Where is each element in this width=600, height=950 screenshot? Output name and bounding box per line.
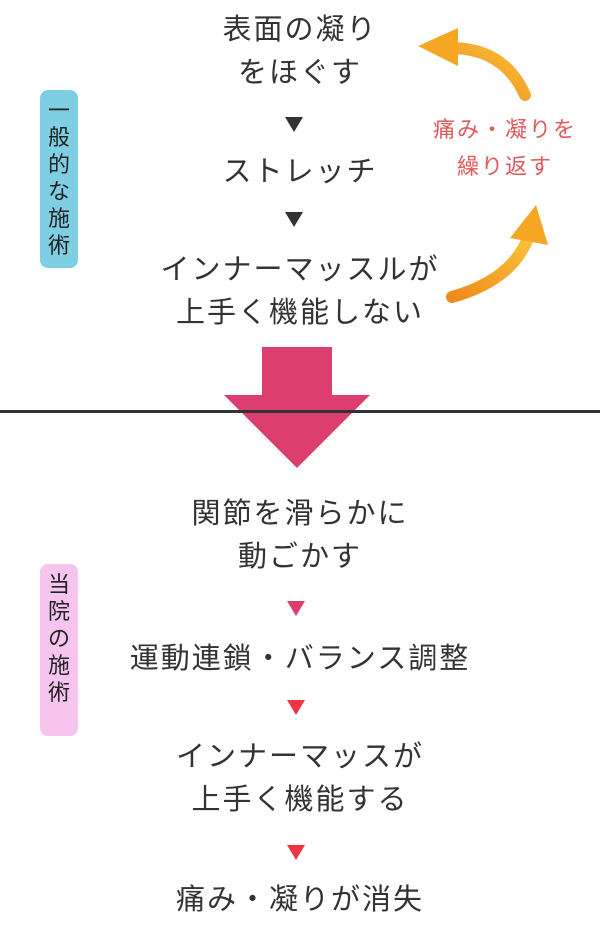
our-step-1: 関節を滑らかに 動ごかす xyxy=(0,492,600,578)
badge-char: 般 xyxy=(47,126,70,151)
step-line: 動ごかす xyxy=(237,539,362,573)
badge-char: 当 xyxy=(47,573,70,598)
step-line: 表面の凝り xyxy=(222,12,378,46)
general-step-1: 表面の凝り をほぐす xyxy=(0,8,600,94)
step-line: 上手く機能する xyxy=(191,782,409,816)
step-line: 痛み・凝りが消失 xyxy=(175,882,424,916)
our-step-4: 痛み・凝りが消失 xyxy=(0,878,600,921)
section-divider xyxy=(0,410,600,413)
repeat-label: 痛み・凝りを 繰り返す xyxy=(410,112,600,186)
badge-char: 術 xyxy=(47,681,70,706)
step-line: をほぐす xyxy=(237,55,362,89)
badge-char: の xyxy=(47,627,70,652)
our-step-2: 運動連鎖・バランス調整 xyxy=(0,637,600,680)
step-line: インナーマッスルが xyxy=(160,252,440,286)
general-treatment-badge: 一 般 的 な 施 術 xyxy=(40,90,78,268)
step-line: 上手く機能しない xyxy=(175,295,424,329)
repeat-label-line: 痛み・凝りを xyxy=(432,118,577,143)
loop-arrow-bottom-head-icon xyxy=(510,205,548,245)
step-line: インナーマッスが xyxy=(175,739,424,773)
badge-char: 的 xyxy=(47,153,70,178)
step-line: 関節を滑らかに xyxy=(191,496,409,530)
our-treatment-badge: 当 院 の 施 術 xyxy=(40,564,78,736)
badge-char: 院 xyxy=(47,600,70,625)
loop-arrow-top-icon xyxy=(449,42,531,101)
badge-char: 施 xyxy=(47,654,70,679)
loop-arrow-top-head-icon xyxy=(418,28,458,66)
down-triangle-icon xyxy=(287,700,305,715)
big-down-arrow-icon xyxy=(224,347,370,468)
badge-char: 施 xyxy=(47,207,70,232)
down-triangle-icon xyxy=(287,601,305,616)
repeat-label-line: 繰り返す xyxy=(456,155,553,180)
step-line: ストレッチ xyxy=(222,154,378,188)
our-step-3: インナーマッスが 上手く機能する xyxy=(0,735,600,821)
general-step-2: ストレッチ xyxy=(0,150,600,193)
badge-char: 術 xyxy=(47,234,70,259)
down-triangle-icon xyxy=(285,212,303,227)
badge-char: 一 xyxy=(47,99,70,124)
general-step-3: インナーマッスルが 上手く機能しない xyxy=(0,248,600,334)
badge-char: な xyxy=(47,180,70,205)
loop-arrow-bottom-icon xyxy=(446,232,534,303)
down-triangle-icon xyxy=(287,845,305,860)
step-line: 運動連鎖・バランス調整 xyxy=(129,641,471,675)
down-triangle-icon xyxy=(285,117,303,132)
